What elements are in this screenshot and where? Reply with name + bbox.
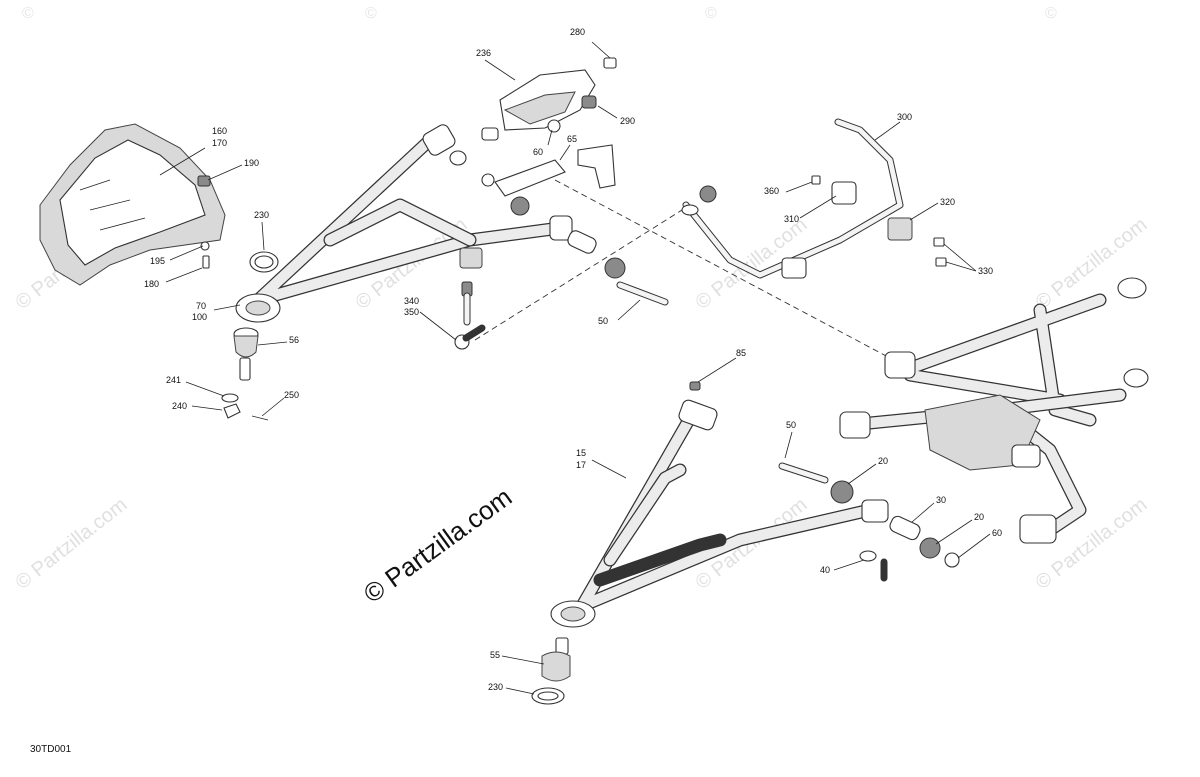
callout-numbers: 280 236 290 60 65 160 170 190 230 195 18… [144,27,1002,692]
callout-50-lower: 50 [786,420,796,430]
upper-ball-joint [221,327,269,421]
callout-70: 70 [196,301,206,311]
callout-241: 241 [166,375,181,385]
corner-watermark: © [1045,5,1057,22]
corner-watermarks: © © © © [22,5,1057,22]
callout-190: 190 [244,158,259,168]
callout-230-upper: 230 [254,210,269,220]
lower-pivot-hardware [778,462,960,582]
callout-20-a: 20 [878,456,888,466]
seal-ring-upper [249,251,279,273]
leader-lines [159,41,991,695]
callout-236: 236 [476,48,491,58]
mounting-bracket [481,57,617,141]
callout-340: 340 [404,296,419,306]
callout-170: 170 [212,138,227,148]
callout-160: 160 [212,126,227,136]
callout-250: 250 [284,390,299,400]
callout-85: 85 [736,348,746,358]
skid-plate-hardware [197,175,211,269]
upper-a-arm [235,124,573,323]
callout-320: 320 [940,197,955,207]
lower-a-arm [550,381,889,628]
assembled-right-a-arms [839,277,1149,544]
partzilla-watermark: © Partzilla.com [358,482,517,609]
callout-60-lower: 60 [992,528,1002,538]
watermark-text: © Partzilla.com [1032,494,1152,594]
lower-ball-joint [531,637,571,705]
reinforcement-plate [481,144,616,216]
assembly-dashed-lines [474,179,891,359]
watermark-text: © Partzilla.com [12,494,132,594]
callout-30: 30 [936,495,946,505]
callout-65: 65 [567,134,577,144]
callout-290: 290 [620,116,635,126]
callout-350: 350 [404,307,419,317]
callout-240: 240 [172,401,187,411]
pivot-bolt-upper [567,230,669,306]
diagram-reference-code: 30TD001 [30,744,72,755]
callout-195: 195 [150,256,165,266]
callout-20-b: 20 [974,512,984,522]
callout-330: 330 [978,266,993,276]
callout-360: 360 [764,186,779,196]
callout-60: 60 [533,147,543,157]
corner-watermark: © [22,5,34,22]
callout-300: 300 [897,112,912,122]
callout-100: 100 [192,312,207,322]
callout-56: 56 [289,335,299,345]
callout-50-upper: 50 [598,316,608,326]
callout-17: 17 [576,460,586,470]
callout-310: 310 [784,214,799,224]
corner-watermark: © [365,5,377,22]
front-skid-plate [39,123,226,286]
callout-40: 40 [820,565,830,575]
callout-15: 15 [576,448,586,458]
sway-bar [681,118,947,279]
callout-55: 55 [490,650,500,660]
callout-230-lower: 230 [488,682,503,692]
callout-180: 180 [144,279,159,289]
callout-280: 280 [570,27,585,37]
corner-watermark: © [705,5,717,22]
sway-bar-link [454,281,486,350]
